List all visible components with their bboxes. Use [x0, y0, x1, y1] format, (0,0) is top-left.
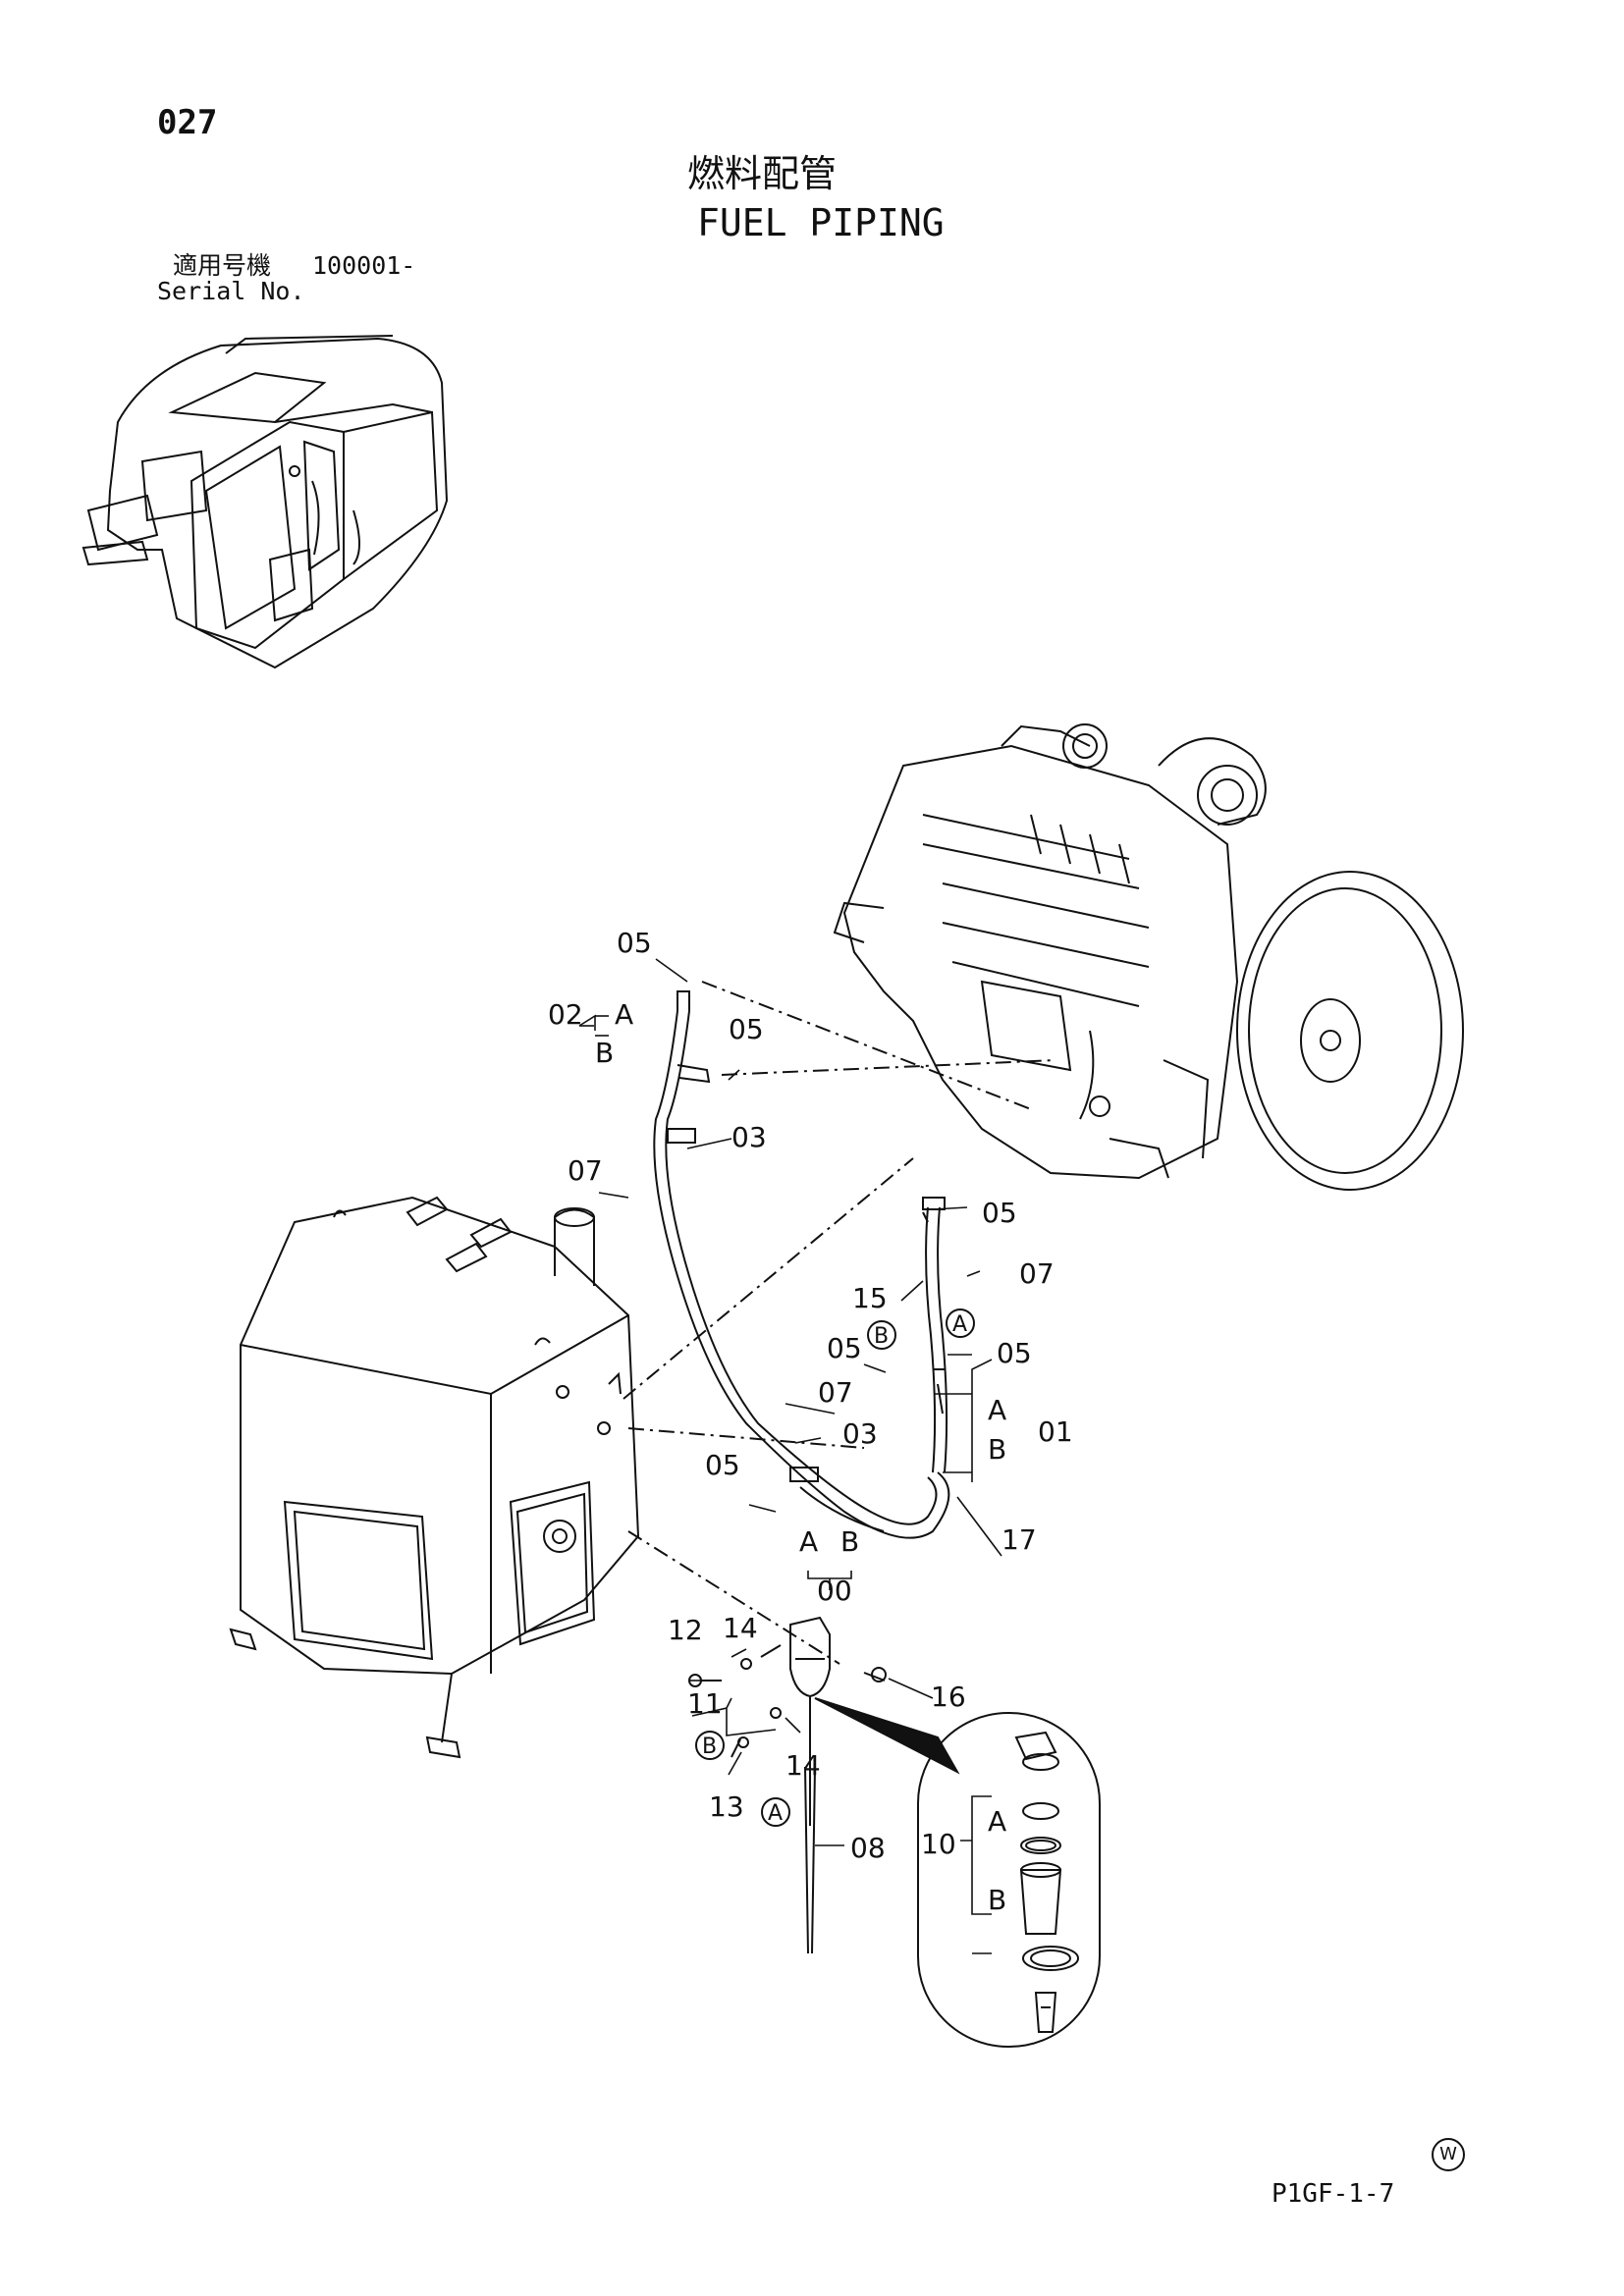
callout-05-b: 05 — [827, 1332, 862, 1364]
marker-B-upper: B — [874, 1324, 889, 1349]
callout-11: 11 — [687, 1687, 723, 1720]
marker-A-upper: A — [952, 1312, 967, 1337]
connection-lines — [623, 981, 1056, 1665]
callout-13: 13 — [709, 1790, 744, 1823]
callout-08: 08 — [850, 1832, 886, 1864]
fuel-tank-illustration — [229, 1196, 640, 1759]
callout-07-right: 07 — [1019, 1257, 1055, 1290]
filter-detail-bubble — [814, 1697, 1101, 2048]
drawing-code: P1GF-1-7 — [1272, 2179, 1395, 2209]
serial-value: 100001- — [312, 251, 416, 280]
callout-10: 10 — [921, 1828, 956, 1860]
callout-03-low: 03 — [842, 1417, 878, 1450]
callout-14-top: 14 — [723, 1612, 758, 1644]
callout-03-top: 03 — [731, 1121, 767, 1153]
page-number: 027 — [157, 103, 218, 142]
callout-labels: 05 02 A B 05 03 07 05 07 15 05 05 07 A 0… — [548, 927, 1073, 1916]
excavator-overview-illustration — [81, 335, 449, 669]
callout-05-low: 05 — [705, 1449, 740, 1481]
callout-01-B: B — [988, 1433, 1006, 1466]
callout-02: 02 — [548, 998, 583, 1031]
callout-00-B: B — [840, 1525, 859, 1558]
callout-16: 16 — [931, 1681, 966, 1713]
title-japanese: 燃料配管 — [687, 152, 838, 195]
marker-A-lower: A — [768, 1801, 783, 1826]
circled-markers: B A B A — [695, 1308, 975, 1827]
callout-05-a: 05 — [997, 1337, 1032, 1369]
callout-01: 01 — [1038, 1415, 1073, 1448]
fuel-hose-lines — [653, 990, 950, 1539]
callout-10-A: A — [988, 1805, 1006, 1838]
callout-02-B: B — [595, 1037, 614, 1069]
callout-leaders — [578, 958, 1002, 1954]
callout-05-right: 05 — [982, 1197, 1017, 1229]
callout-07-center: 07 — [818, 1376, 853, 1409]
engine-illustration — [833, 723, 1464, 1191]
callout-15: 15 — [852, 1282, 888, 1314]
callout-01-A: A — [988, 1394, 1006, 1426]
callout-12: 12 — [668, 1614, 703, 1646]
marker-B-lower: B — [702, 1735, 717, 1759]
watermark-symbol: W — [1432, 2138, 1465, 2171]
callout-05-mid: 05 — [729, 1013, 764, 1045]
title-english: FUEL PIPING — [697, 201, 945, 244]
callout-00: 00 — [817, 1575, 852, 1607]
callout-17: 17 — [1001, 1523, 1037, 1556]
fuel-filter-illustration — [688, 1616, 887, 1954]
callout-10-B: B — [988, 1884, 1006, 1916]
serial-label-japanese: 適用号機 — [173, 251, 272, 280]
callout-05-top: 05 — [617, 927, 652, 959]
callout-07-left: 07 — [568, 1154, 603, 1187]
callout-00-A: A — [799, 1525, 818, 1558]
serial-label-english: Serial No. — [157, 277, 305, 305]
callout-14-low: 14 — [785, 1749, 821, 1782]
callout-02-A: A — [615, 998, 633, 1031]
